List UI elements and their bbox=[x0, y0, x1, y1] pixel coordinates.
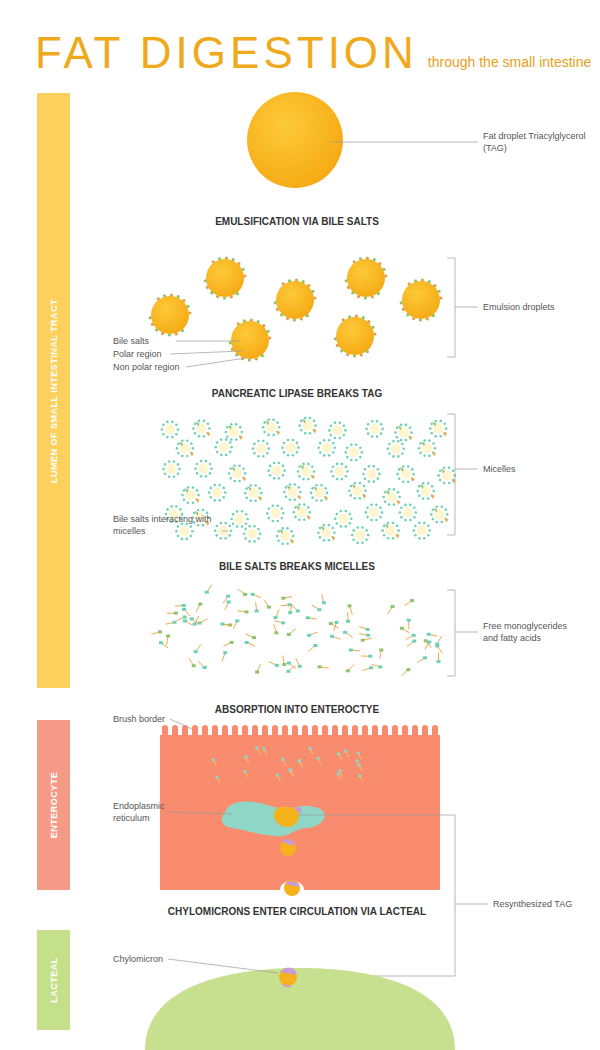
callout-label: Bile salts bbox=[113, 335, 149, 347]
emulsion-droplets bbox=[149, 257, 443, 362]
page-title: FAT DIGESTION bbox=[35, 28, 418, 78]
endoplasmic-reticulum bbox=[222, 801, 325, 836]
callout-label: Emulsion droplets bbox=[483, 301, 555, 313]
enterocyte-cell bbox=[160, 725, 440, 896]
step-heading: ABSORPTION INTO ENTEROCTYE bbox=[215, 704, 379, 716]
leader-line bbox=[168, 812, 232, 814]
micelles bbox=[161, 417, 456, 545]
leader-line bbox=[170, 719, 192, 729]
section-band: ENTEROCYTE bbox=[37, 720, 70, 890]
callout-label: Non polar region bbox=[113, 361, 180, 373]
leader-line bbox=[170, 351, 242, 354]
leader-line bbox=[186, 358, 246, 367]
leader-line bbox=[298, 815, 488, 976]
subtitle: through the small intestine bbox=[428, 54, 591, 70]
band-label: LUMEN OF SMALL INTESTINAL TRACT bbox=[49, 298, 59, 482]
fat-droplet bbox=[247, 92, 343, 188]
callout-label: Resynthesized TAG bbox=[493, 898, 572, 910]
free-molecules bbox=[151, 585, 442, 676]
bracket bbox=[447, 414, 478, 535]
step-heading: CHYLOMICRONS ENTER CIRCULATION VIA LACTE… bbox=[168, 906, 426, 918]
callout-label: Fat droplet Triacylglycerol (TAG) bbox=[483, 130, 588, 154]
bracket bbox=[447, 258, 478, 357]
bracket bbox=[447, 590, 478, 676]
callout-label: Brush border bbox=[113, 713, 165, 725]
exocytosed-chylomicron bbox=[284, 880, 300, 896]
callout-label: Micelles bbox=[483, 463, 516, 475]
band-label: ENTEROCYTE bbox=[49, 772, 59, 839]
resynthesized-tag bbox=[274, 806, 299, 826]
callout-label: Polar region bbox=[113, 348, 162, 360]
callout-label: Bile salts interacting with micelles bbox=[113, 513, 225, 537]
section-band: LUMEN OF SMALL INTESTINAL TRACT bbox=[37, 93, 70, 688]
leader-line bbox=[222, 531, 228, 532]
leader-line bbox=[176, 341, 240, 342]
leader-line bbox=[330, 142, 478, 143]
callout-label: Chylomicron bbox=[113, 953, 163, 965]
leader-line bbox=[168, 959, 278, 973]
section-band: LACTEAL bbox=[37, 930, 70, 1030]
callout-label: Endoplasmic reticulum bbox=[113, 800, 169, 824]
step-heading: PANCREATIC LIPASE BREAKS TAG bbox=[212, 388, 382, 400]
absorbed-molecules bbox=[212, 747, 363, 784]
step-heading: BILE SALTS BREAKS MICELLES bbox=[219, 561, 375, 573]
lacteal bbox=[145, 968, 455, 1050]
step-heading: EMULSIFICATION VIA BILE SALTS bbox=[215, 216, 379, 228]
callout-label: Free monoglycerides and fatty acids bbox=[483, 620, 583, 644]
band-label: LACTEAL bbox=[49, 957, 59, 1003]
